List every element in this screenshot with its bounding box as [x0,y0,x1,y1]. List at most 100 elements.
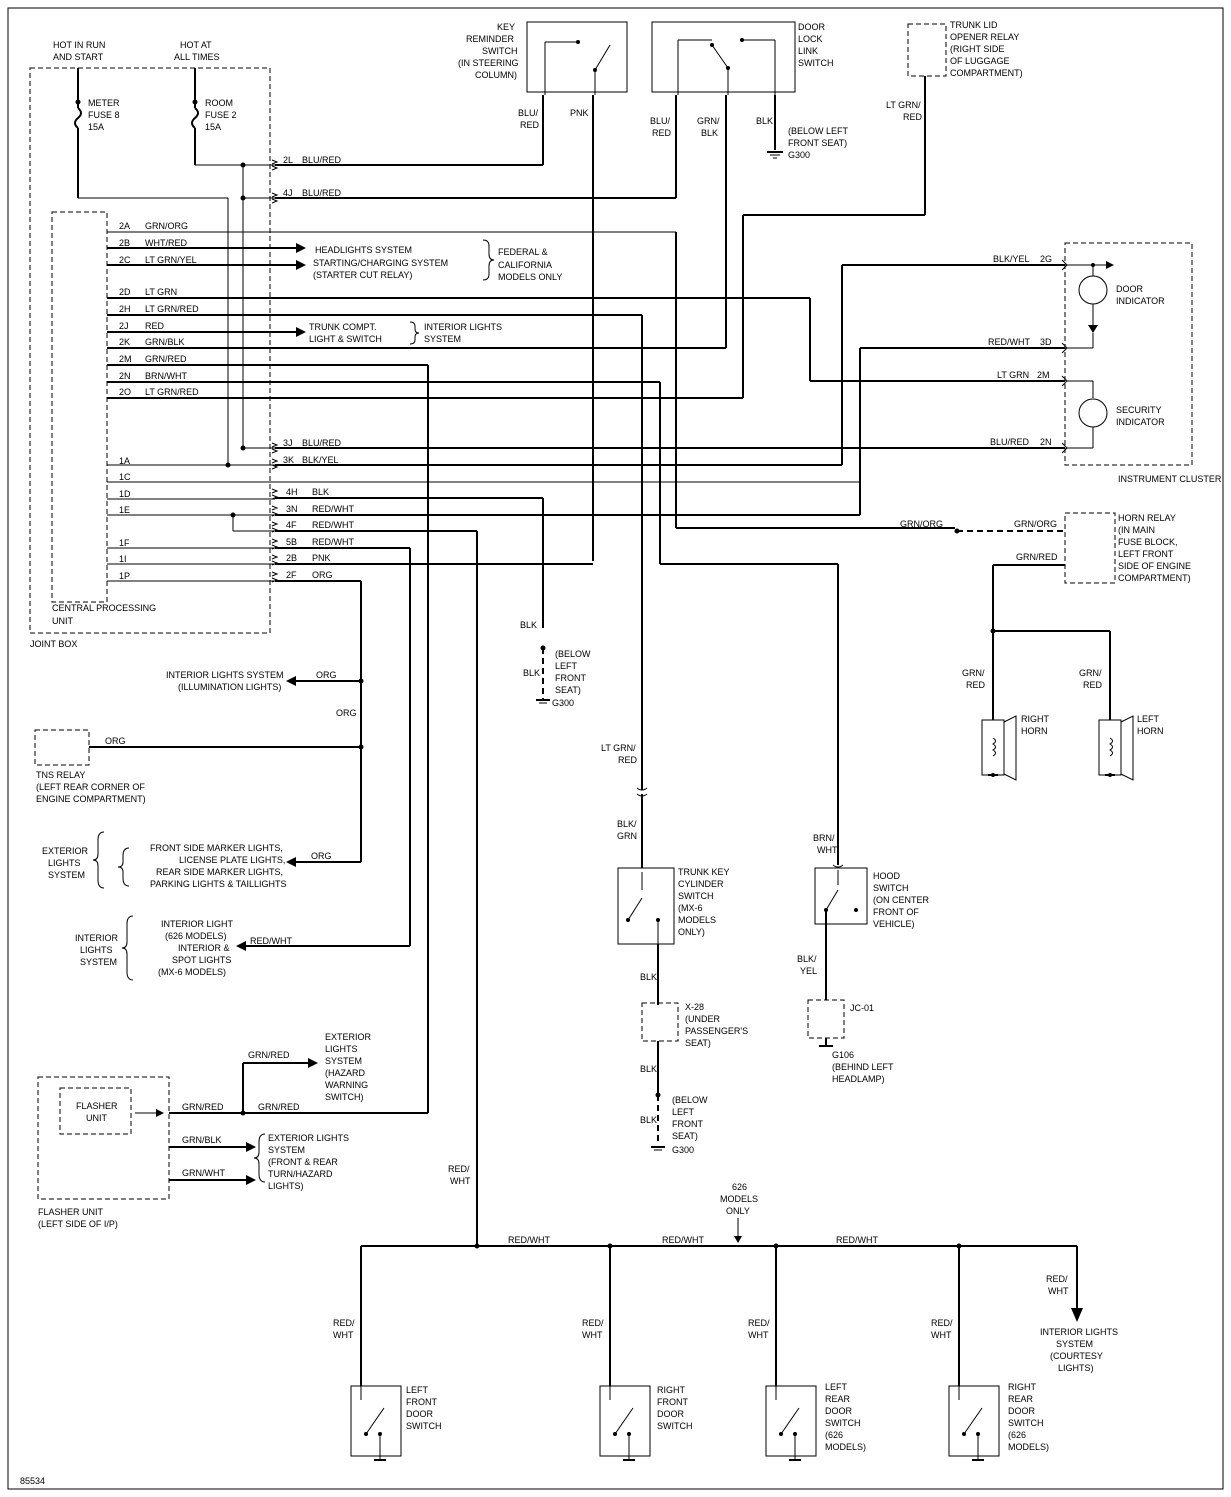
svg-text:SWITCH: SWITCH [678,891,714,901]
svg-text:15A: 15A [88,122,104,132]
svg-text:DOOR: DOOR [798,22,826,32]
svg-text:REAR SIDE MARKER LIGHTS,: REAR SIDE MARKER LIGHTS, [156,867,283,877]
svg-text:INDICATOR: INDICATOR [1116,296,1165,306]
svg-text:4F: 4F [286,520,297,530]
door-lock-link-switch [651,21,796,93]
svg-text:1F: 1F [119,538,130,548]
right-horn [981,715,1017,781]
svg-text:REAR: REAR [825,1394,851,1404]
svg-text:(MX-6: (MX-6 [678,903,703,913]
svg-text:STARTING/CHARGING SYSTEM: STARTING/CHARGING SYSTEM [313,258,448,268]
svg-text:FRONT: FRONT [406,1397,437,1407]
svg-text:(BELOW: (BELOW [672,1095,708,1105]
svg-text:BLK: BLK [640,972,657,982]
svg-text:5B: 5B [286,537,297,547]
svg-text:SYSTEM: SYSTEM [325,1056,362,1066]
svg-text:INTERIOR LIGHTS SYSTEM: INTERIOR LIGHTS SYSTEM [166,670,284,680]
svg-text:BLK/YEL: BLK/YEL [302,455,339,465]
svg-text:SWITCH: SWITCH [825,1418,861,1428]
svg-text:LIGHTS): LIGHTS) [1058,1363,1094,1373]
svg-text:WARNING: WARNING [325,1080,368,1090]
svg-text:COMPARTMENT): COMPARTMENT) [1118,573,1191,583]
svg-text:HOOD: HOOD [873,871,901,881]
svg-text:LEFT: LEFT [1137,714,1160,724]
svg-text:(BELOW: (BELOW [555,649,591,659]
svg-text:LEFT FRONT: LEFT FRONT [1118,549,1174,559]
door-indicator-lamp [1061,259,1114,454]
svg-text:RED: RED [652,128,672,138]
svg-text:WHT: WHT [748,1330,769,1340]
svg-text:FRONT: FRONT [555,673,586,683]
svg-text:RIGHT: RIGHT [657,1385,686,1395]
svg-text:EXTERIOR: EXTERIOR [325,1032,372,1042]
svg-text:GRN/: GRN/ [962,668,985,678]
svg-text:HOT IN RUN: HOT IN RUN [53,40,105,50]
left-horn [1098,715,1134,781]
svg-text:BLK/: BLK/ [797,954,817,964]
key-reminder-switch-internals [544,40,611,95]
svg-text:PARKING LIGHTS & TAILLIGHTS: PARKING LIGHTS & TAILLIGHTS [150,879,287,889]
svg-text:2H: 2H [119,304,131,314]
svg-text:GRN/RED: GRN/RED [182,1102,224,1112]
svg-text:SWITCH: SWITCH [406,1421,442,1431]
svg-text:LEFT: LEFT [672,1107,695,1117]
svg-text:ORG: ORG [312,570,333,580]
svg-text:FRONT: FRONT [672,1119,703,1129]
left-front-door-switch: LEFT FRONT DOOR SWITCH [350,1385,442,1461]
svg-text:BLK: BLK [523,668,540,678]
svg-text:RED/WHT: RED/WHT [312,537,354,547]
svg-text:RED/WHT: RED/WHT [836,1235,878,1245]
svg-text:1I: 1I [119,554,127,564]
svg-text:RIGHT: RIGHT [1008,1382,1037,1392]
svg-text:RED: RED [966,680,986,690]
svg-text:(MX-6 MODELS): (MX-6 MODELS) [158,967,226,977]
key-reminder-labels: KEY REMINDER SWITCH (IN STEERING COLUMN)… [458,22,589,130]
svg-text:(HAZARD: (HAZARD [325,1068,365,1078]
svg-text:626: 626 [732,1182,747,1192]
svg-text:GRN/BLK: GRN/BLK [145,337,185,347]
svg-text:2L: 2L [283,155,293,165]
svg-text:RED/WHT: RED/WHT [312,504,354,514]
svg-text:SPOT LIGHTS: SPOT LIGHTS [172,955,231,965]
svg-text:LT GRN/YEL: LT GRN/YEL [145,255,197,265]
svg-text:3K: 3K [283,455,294,465]
svg-text:2M: 2M [1037,370,1050,380]
svg-text:CALIFORNIA: CALIFORNIA [498,260,552,270]
svg-text:BLU/: BLU/ [650,116,671,126]
svg-text:WHT: WHT [582,1330,603,1340]
svg-text:SEAT): SEAT) [672,1131,698,1141]
svg-text:TRUNK KEY: TRUNK KEY [678,867,730,877]
svg-text:SEAT): SEAT) [685,1038,711,1048]
svg-text:KEY: KEY [497,22,515,32]
door-lock-link-labels: DOOR LOCK LINK SWITCH BLU/ RED GRN/ BLK … [650,22,849,160]
ground-g300-mid: BLK BLK (BELOW LEFT FRONT SEAT) G300 [520,620,591,708]
svg-text:WHT: WHT [1048,1286,1069,1296]
svg-text:GRN/RED: GRN/RED [248,1050,290,1060]
svg-text:G300: G300 [788,150,810,160]
svg-text:ONLY: ONLY [726,1206,750,1216]
svg-text:BRN/: BRN/ [813,833,835,843]
svg-text:HOT AT: HOT AT [180,40,212,50]
svg-text:SWITCH: SWITCH [873,883,909,893]
svg-text:PASSENGER'S: PASSENGER'S [685,1026,748,1036]
svg-text:HORN: HORN [1021,726,1048,736]
svg-text:LT GRN/: LT GRN/ [601,743,636,753]
svg-text:2D: 2D [119,287,131,297]
upper-wires [275,76,926,561]
svg-text:RED/: RED/ [582,1318,604,1328]
svg-text:JOINT BOX: JOINT BOX [30,639,77,649]
svg-text:FEDERAL &: FEDERAL & [498,247,548,257]
svg-text:3D: 3D [1040,337,1052,347]
svg-text:ONLY): ONLY) [678,927,705,937]
svg-text:BLU/RED: BLU/RED [990,437,1030,447]
svg-text:INSTRUMENT CLUSTER: INSTRUMENT CLUSTER [1118,474,1222,484]
svg-text:2A: 2A [119,221,130,231]
right-rear-door-switch: RIGHT REAR DOOR SWITCH (626 MODELS) [948,1382,1049,1461]
svg-text:FRONT OF: FRONT OF [873,907,919,917]
ground-g300-top [767,151,783,159]
svg-text:MODELS): MODELS) [1008,1442,1049,1452]
svg-text:LIGHTS): LIGHTS) [268,1181,304,1191]
org-branches: ORG INTERIOR LIGHTS SYSTEM (ILLUMINATION… [34,670,364,889]
svg-text:SWITCH: SWITCH [1008,1418,1044,1428]
